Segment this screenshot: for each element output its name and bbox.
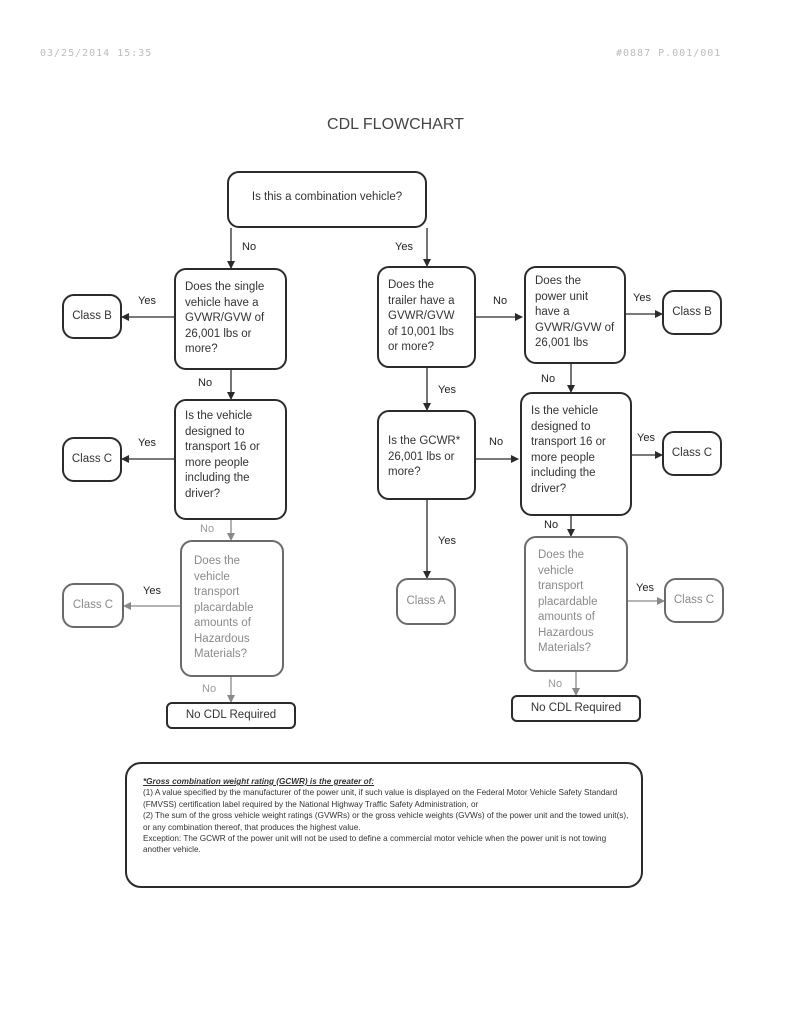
label-right16-no: No [544, 519, 559, 531]
page-title: CDL FLOWCHART [327, 116, 464, 133]
outcome-class-b-left: Class B [62, 294, 122, 339]
label-power-no: No [541, 373, 556, 385]
label-combination-no: No [242, 241, 257, 253]
footnote-title: *Gross combination weight rating (GCWR) … [143, 777, 375, 786]
label-gcwr-yes: Yes [438, 535, 456, 547]
node-left-16-people: Is the vehicle designed to transport 16 … [174, 399, 287, 520]
footnote-line-2: (2) The sum of the gross vehicle weight … [143, 811, 629, 832]
label-righthaz-yes: Yes [636, 582, 654, 594]
node-combination-vehicle: Is this a combination vehicle? [227, 171, 427, 228]
outcome-class-c-right-1: Class C [662, 431, 722, 476]
fax-timestamp: 03/25/2014 15:35 [40, 48, 153, 59]
label-righthaz-no: No [548, 678, 563, 690]
label-combination-yes: Yes [395, 241, 413, 253]
label-gcwr-no: No [489, 436, 504, 448]
node-trailer-gvwr: Does the trailer have a GVWR/GVW of 10,0… [377, 266, 476, 368]
outcome-no-cdl-right: No CDL Required [511, 695, 641, 722]
outcome-class-b-right: Class B [662, 290, 722, 335]
node-gcwr: Is the GCWR* 26,001 lbs or more? [377, 410, 476, 500]
label-left16-no: No [200, 523, 215, 535]
label-right16-yes: Yes [637, 432, 655, 444]
label-power-yes: Yes [633, 292, 651, 304]
label-left16-yes: Yes [138, 437, 156, 449]
node-right-hazmat: Does the vehicle transport placardable a… [524, 536, 628, 672]
outcome-class-c-right-2: Class C [664, 578, 724, 623]
label-trailer-no: No [493, 295, 508, 307]
label-trailer-yes: Yes [438, 384, 456, 396]
label-lefthaz-yes: Yes [143, 585, 161, 597]
gcwr-footnote: *Gross combination weight rating (GCWR) … [125, 762, 643, 888]
outcome-class-c-left-2: Class C [62, 583, 124, 628]
label-single-no: No [198, 377, 213, 389]
outcome-class-c-left-1: Class C [62, 437, 122, 482]
node-left-hazmat: Does the vehicle transport placardable a… [180, 540, 284, 677]
footnote-exception: Exception: The GCWR of the power unit wi… [143, 834, 607, 855]
footnote-line-1: (1) A value specified by the manufacture… [143, 788, 618, 809]
outcome-class-a: Class A [396, 578, 456, 625]
node-power-unit-gvwr: Does the power unit have a GVWR/GVW of 2… [524, 266, 626, 364]
label-lefthaz-no: No [202, 683, 217, 695]
outcome-no-cdl-left: No CDL Required [166, 702, 296, 729]
node-single-vehicle-gvwr: Does the single vehicle have a GVWR/GVW … [174, 268, 287, 370]
fax-page-number: #0887 P.001/001 [616, 48, 722, 59]
node-right-16-people: Is the vehicle designed to transport 16 … [520, 392, 632, 516]
label-single-yes: Yes [138, 295, 156, 307]
